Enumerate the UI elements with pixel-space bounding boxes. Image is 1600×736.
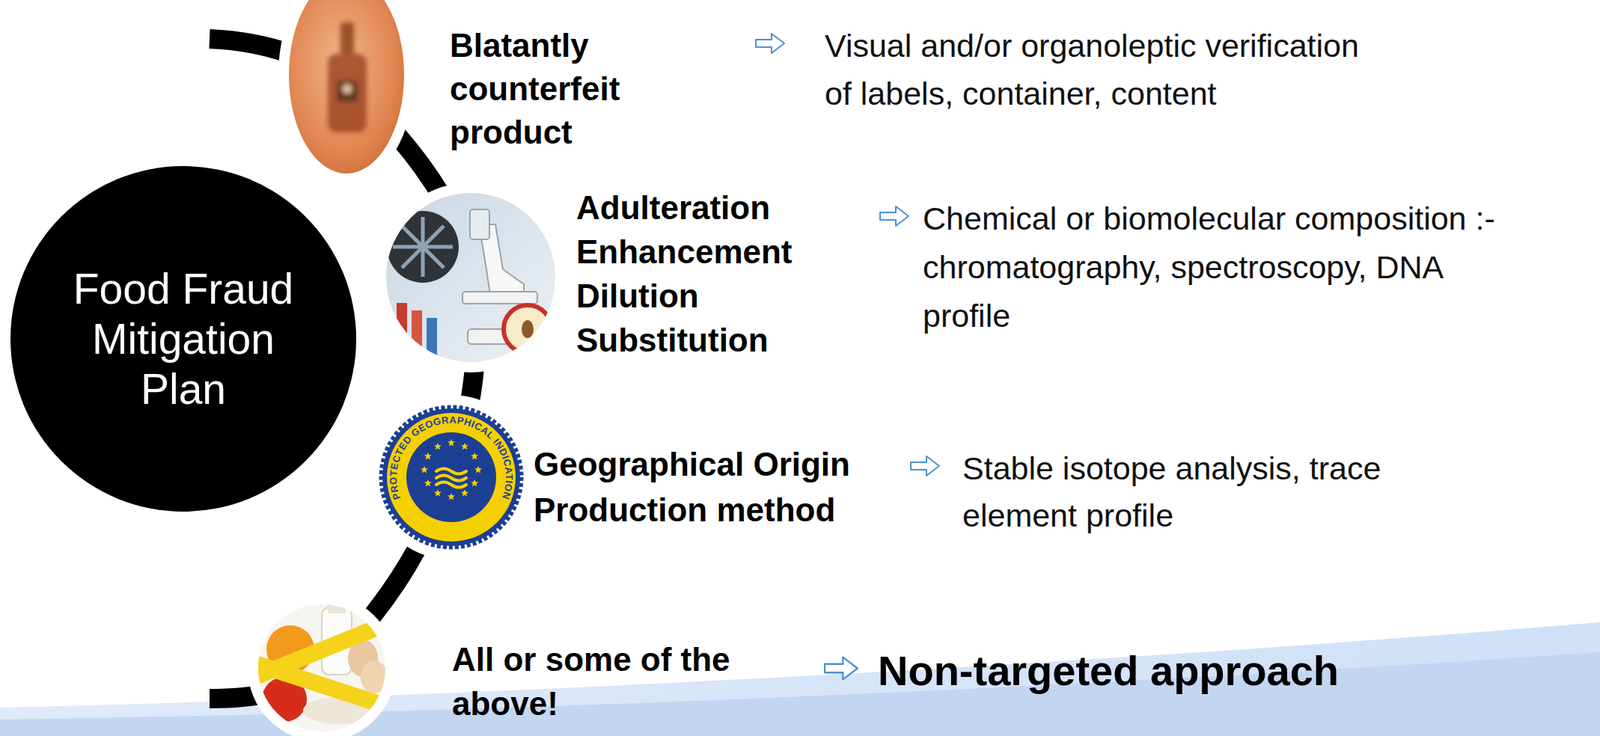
image-node: All or some of the above! <box>258 604 386 732</box>
central-circle: Food Fraud Mitigation Plan <box>10 166 357 512</box>
food-image <box>233 594 417 736</box>
method-label: Visual and/or organoleptic verification … <box>824 21 1379 118</box>
image-node: Blatantly counterfeit product <box>288 0 405 174</box>
arrow-icon <box>824 657 858 681</box>
circle-title: Food Fraud Mitigation Plan <box>59 264 307 415</box>
arrow-icon <box>755 33 785 54</box>
badge-text: PROTECTED GEOGRAPHICAL INDICATION <box>387 414 515 502</box>
approach-label: Non-targeted approach <box>877 646 1339 696</box>
arrow-icon <box>910 456 940 476</box>
image-node: Adulteration Enhancement Dilution Substi… <box>386 193 556 363</box>
background-swoosh <box>0 622 1600 736</box>
bottle-image <box>278 0 415 185</box>
badge-text: PROTECTED GEOGRAPHICAL INDICATION <box>387 414 515 502</box>
category-heading: All or some of the above! <box>452 637 767 726</box>
category-heading: Geographical Origin Production method <box>533 441 886 533</box>
category-heading: Adulteration Enhancement Dilution Substi… <box>576 185 793 363</box>
image-node: Geographical Origin Production method <box>379 405 524 550</box>
pgi-badge: PROTECTED GEOGRAPHICAL INDICATION <box>368 395 534 560</box>
microscope-image <box>375 182 566 373</box>
category-heading: Blatantly counterfeit product <box>449 23 620 155</box>
method-label: Chemical or biomolecular composition :- … <box>922 194 1522 341</box>
arrow-icon <box>880 206 909 227</box>
method-label: Stable isotope analysis, trace element p… <box>962 445 1427 540</box>
